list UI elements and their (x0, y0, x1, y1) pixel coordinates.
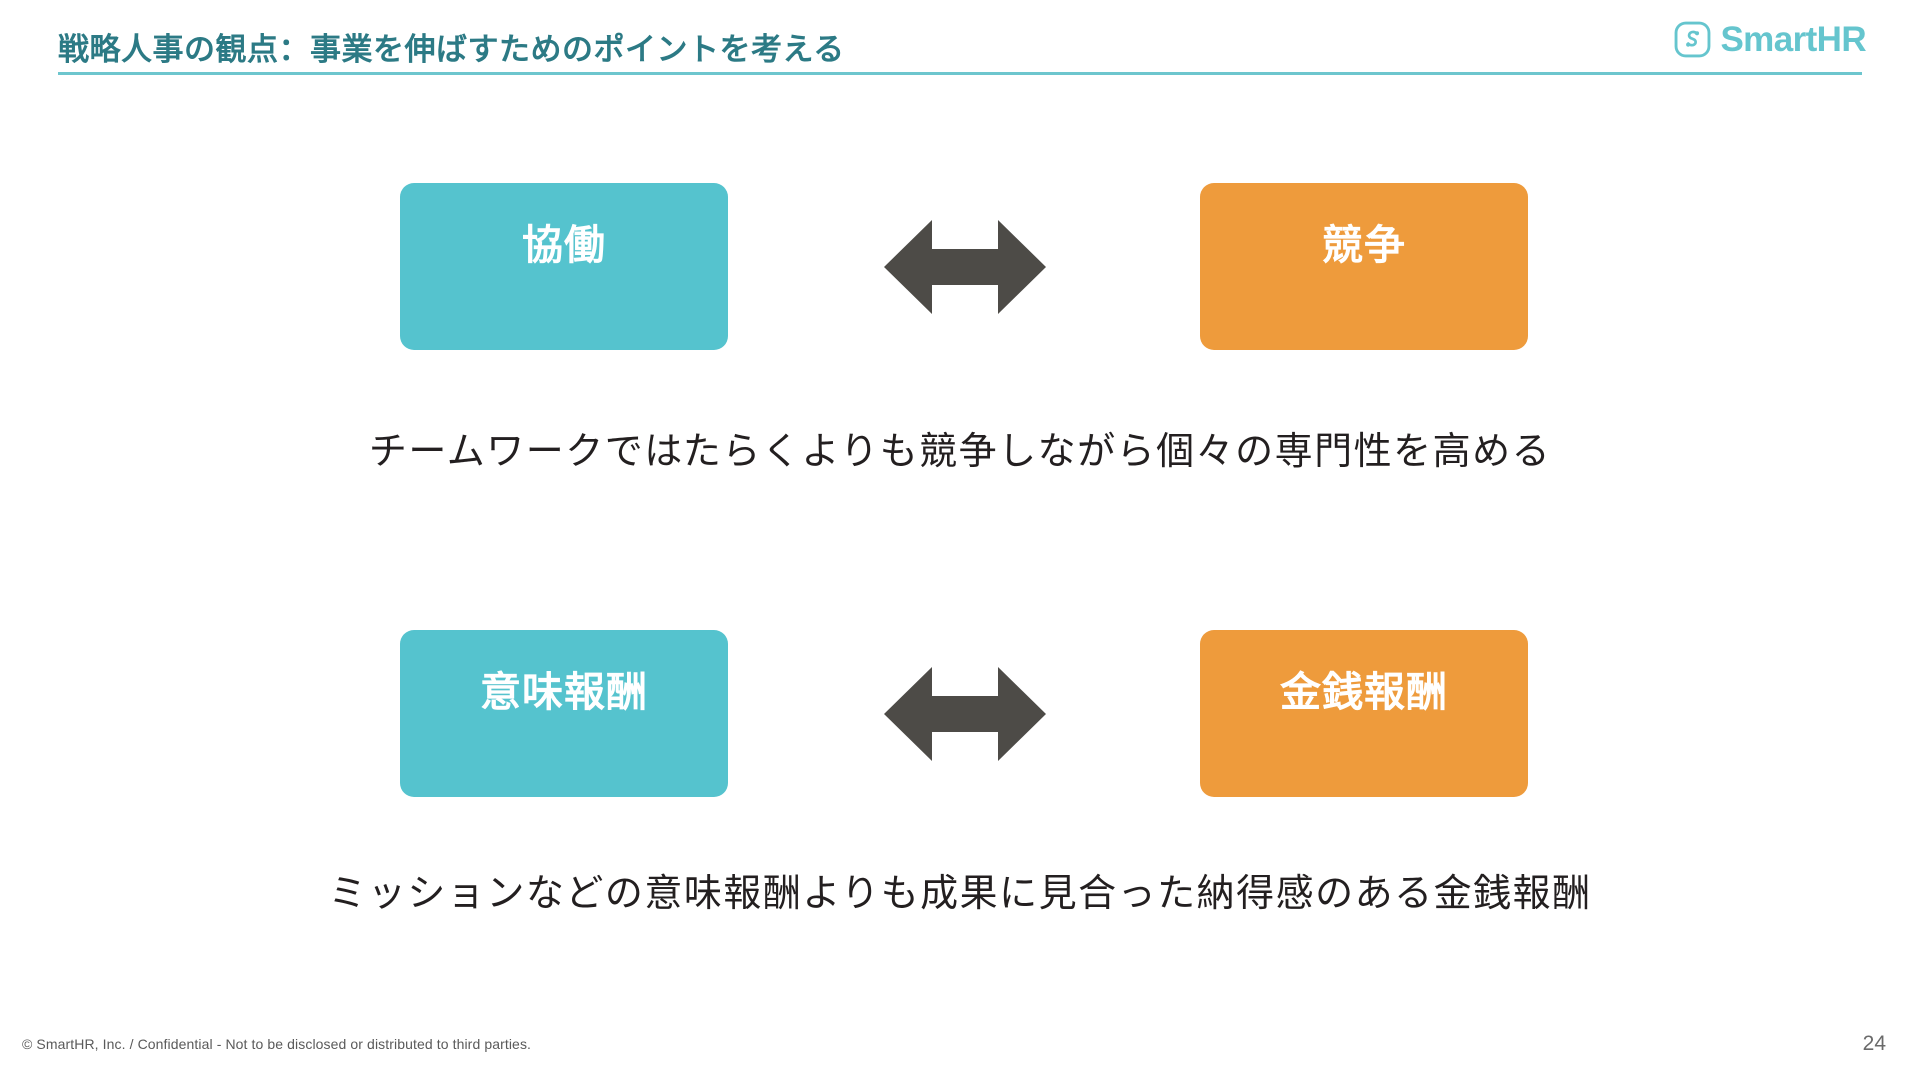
smarthr-s-mark-icon (1674, 21, 1711, 58)
concept-box-left-1: 協働 (400, 183, 728, 350)
concept-box-right-1: 競争 (1200, 183, 1528, 350)
concept-box-right-2: 金銭報酬 (1200, 630, 1528, 797)
concept-label: 金銭報酬 (1280, 669, 1448, 715)
double-headed-arrow-icon (884, 667, 1046, 761)
row-caption-1: チームワークではたらくよりも競争しながら個々の専門性を高める (368, 431, 1552, 473)
footer-copyright: © SmartHR, Inc. / Confidential - Not to … (22, 1036, 532, 1052)
title-divider (58, 72, 1862, 75)
concept-label: 意味報酬 (480, 669, 648, 715)
double-headed-arrow-icon (884, 220, 1046, 314)
concept-label: 協働 (522, 222, 606, 268)
page-title: 戦略人事の観点：事業を伸ばすためのポイントを考える (58, 32, 845, 67)
smarthr-wordmark: SmartHR (1720, 19, 1866, 59)
concept-label: 競争 (1322, 222, 1406, 268)
concept-box-left-2: 意味報酬 (400, 630, 728, 797)
row-caption-2: ミッションなどの意味報酬よりも成果に見合った納得感のある金銭報酬 (328, 873, 1592, 915)
smarthr-logo: SmartHR (1674, 17, 1867, 61)
page-number: 24 (1862, 1032, 1886, 1055)
